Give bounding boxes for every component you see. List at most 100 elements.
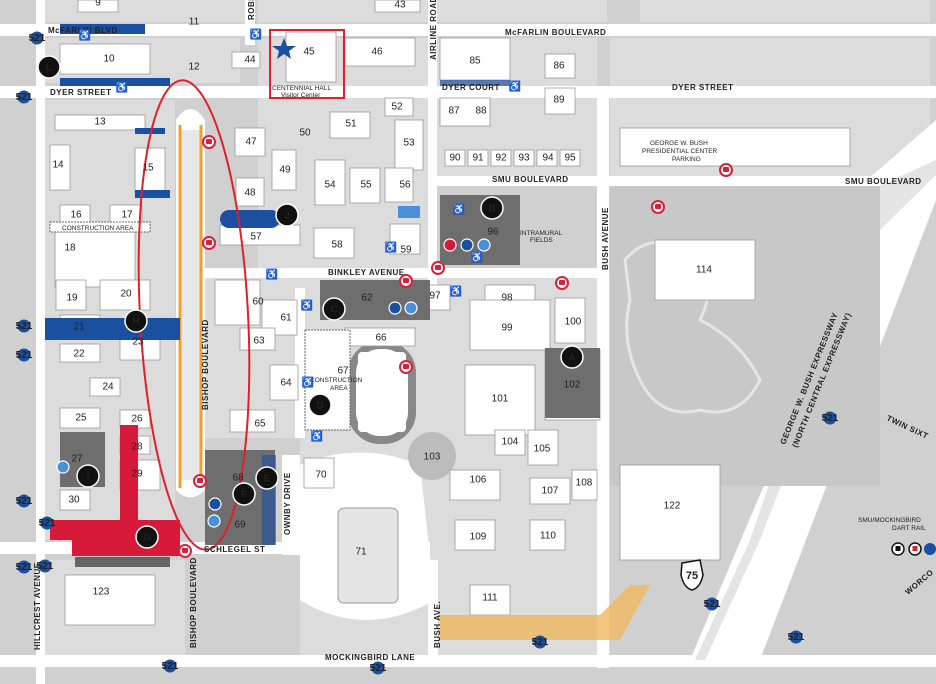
building-number-51: 51 (345, 119, 357, 130)
wheelchair-icon: ♿ (471, 251, 483, 264)
route-521-badge-icon: 521 (16, 348, 33, 362)
street-mockingbird: MOCKINGBIRD LANE (325, 653, 415, 662)
street-dyer-w: DYER STREET (50, 88, 112, 97)
intramural-label-2: FIELDS (530, 237, 553, 244)
bus-stop-icon (651, 200, 665, 214)
building-number-104: 104 (502, 437, 519, 448)
bishop-loop-median (180, 130, 200, 480)
svg-text:L: L (46, 63, 52, 74)
street-robe: ROBE (247, 0, 256, 20)
street-smu-w: SMU BOULEVARD (492, 175, 569, 184)
construction-label-1: CONSTRUCTION (310, 377, 363, 384)
svg-text:521: 521 (16, 496, 33, 507)
building-number-70: 70 (315, 470, 327, 481)
building-number-27: 27 (71, 454, 83, 465)
building-number-99: 99 (501, 323, 513, 334)
svg-text:521: 521 (16, 92, 33, 103)
street-smu-e: SMU BOULEVARD (845, 177, 922, 186)
street-ownby: OWNBY DRIVE (283, 472, 292, 535)
building-number-55: 55 (360, 180, 372, 191)
building-number-61: 61 (280, 313, 292, 324)
building-number-20: 20 (120, 289, 132, 300)
building-number-85: 85 (469, 56, 481, 67)
building-number-56: 56 (399, 180, 411, 191)
route-521-badge-icon: 521 (16, 494, 33, 508)
marker-f[interactable]: F (232, 482, 256, 506)
building-number-103: 103 (424, 452, 441, 463)
building-number-69: 69 (234, 520, 246, 531)
info-dot-icon (208, 497, 222, 511)
centennial-label-1: CENTENNIAL HALL (272, 85, 331, 92)
bus-stop-icon (719, 163, 733, 177)
building-number-29: 29 (131, 469, 143, 480)
bus-stop-icon (399, 274, 413, 288)
bus-stop-icon (178, 544, 192, 558)
letter-markers[interactable]: L J B C H A D EF I G (37, 55, 584, 549)
bus-stop-icon (431, 261, 445, 275)
svg-text:D: D (316, 401, 323, 412)
building-number-66: 66 (375, 333, 387, 344)
hatched-lot-schlegel (75, 557, 170, 567)
bus-stops (178, 135, 733, 558)
building-number-94: 94 (542, 153, 554, 164)
street-binkley: BINKLEY AVENUE (328, 268, 405, 277)
wheelchair-icon: ♿ (453, 203, 465, 216)
building-number-59: 59 (400, 245, 412, 256)
building-number-21: 21 (73, 322, 85, 333)
marker-d[interactable]: D (308, 393, 332, 417)
building-number-109: 109 (470, 532, 487, 543)
building-number-45: 45 (303, 47, 315, 58)
building-number-98: 98 (501, 293, 513, 304)
route-521-badge-icon: 521 (162, 659, 179, 673)
building-number-68: 68 (232, 473, 244, 484)
route-521-badge-icon: 521 (16, 319, 33, 333)
wheelchair-icon: ♿ (250, 28, 262, 41)
marker-a[interactable]: A (560, 345, 584, 369)
building-number-114: 114 (696, 265, 712, 276)
us75-shield-icon: 75 (680, 559, 704, 591)
bus-stop-icon (555, 276, 569, 290)
svg-text:B: B (488, 204, 495, 215)
svg-text:I: I (87, 472, 90, 483)
bush-center-label-1: GEORGE W. BUSH (650, 140, 708, 147)
centennial-hall-highlight (269, 29, 345, 99)
wheelchair-icon: ♿ (385, 241, 397, 254)
marker-c[interactable]: C (322, 297, 346, 321)
wheelchair-icon: ♿ (79, 29, 91, 42)
building-number-105: 105 (534, 444, 551, 455)
svg-text:521: 521 (16, 562, 33, 573)
construction-area-west (49, 221, 151, 233)
marker-b[interactable]: B (480, 196, 504, 220)
building-number-15: 15 (142, 163, 154, 174)
park-area (610, 186, 880, 486)
building-number-111: 111 (482, 593, 498, 604)
route-521-badge-icon: 521 (704, 597, 721, 611)
building-number-16: 16 (70, 210, 82, 221)
building-number-122: 122 (664, 501, 681, 512)
route-521-badge-icon: 521 (370, 661, 387, 675)
svg-text:J: J (284, 211, 290, 222)
svg-text:G: G (143, 533, 151, 544)
svg-text:521: 521 (16, 350, 33, 361)
marker-e[interactable]: E (255, 466, 279, 490)
building-number-96: 96 (487, 227, 499, 238)
track-field (358, 352, 406, 432)
marker-l[interactable]: L (37, 55, 61, 79)
route-521-badge-icon: 521 (37, 559, 54, 573)
svg-text:521: 521 (29, 33, 46, 44)
building-number-54: 54 (324, 180, 336, 191)
info-dot-icon (460, 238, 474, 252)
marker-j[interactable]: J (275, 203, 299, 227)
marker-g[interactable]: G (135, 525, 159, 549)
svg-text:521: 521 (704, 599, 721, 610)
marker-h[interactable]: H (124, 309, 148, 333)
building-number-108: 108 (576, 478, 593, 489)
info-dot-icon (388, 301, 402, 315)
building-number-30: 30 (68, 495, 80, 506)
accessibility-icons: ♿♿♿♿♿♿♿♿♿♿♿♿ (79, 28, 521, 443)
centennial-label-2: Visitor Center (281, 92, 321, 99)
marker-i[interactable]: I (76, 464, 100, 488)
dart-label-2: DART RAIL (892, 525, 926, 532)
